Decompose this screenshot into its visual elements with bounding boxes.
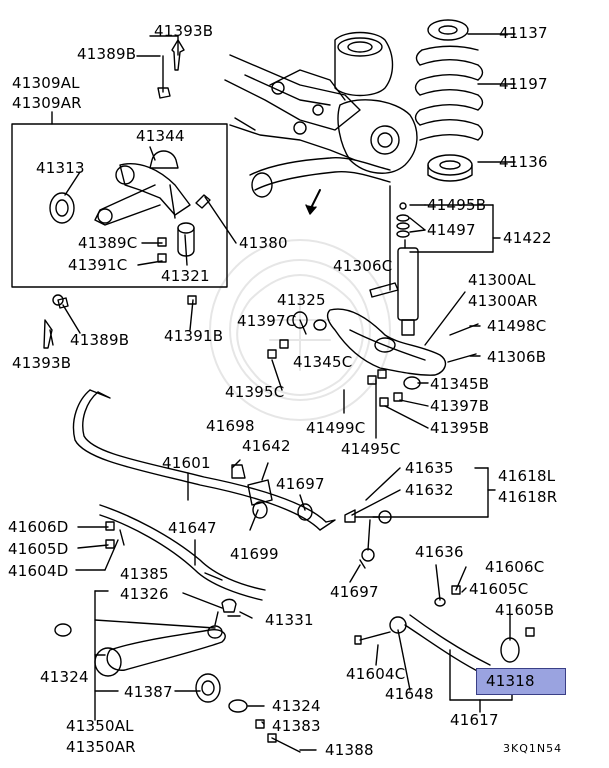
part-label[interactable]: 41618L [498, 467, 556, 485]
part-label-highlighted[interactable]: 41318 [486, 672, 535, 690]
part-label[interactable]: 41497 [427, 221, 476, 239]
part-label[interactable]: 41393B [154, 22, 214, 40]
part-label[interactable]: 41350AR [66, 738, 136, 756]
lower-arm-art [267, 282, 479, 407]
part-label[interactable]: 41606C [485, 558, 545, 576]
part-label[interactable]: 41313 [36, 159, 85, 177]
part-label[interactable]: 41395C [225, 383, 285, 401]
part-label[interactable]: 41391C [68, 256, 128, 274]
part-label[interactable]: 41422 [503, 229, 552, 247]
part-label[interactable]: 41648 [385, 685, 434, 703]
part-label[interactable]: 41380 [239, 234, 288, 252]
part-label[interactable]: 41697 [276, 475, 325, 493]
part-label[interactable]: 41636 [415, 543, 464, 561]
part-label[interactable]: 41300AR [468, 292, 538, 310]
part-label[interactable]: 41642 [242, 437, 291, 455]
part-label[interactable]: 41697 [330, 583, 379, 601]
part-label[interactable]: 41137 [499, 24, 548, 42]
upper-arm-group-box [11, 123, 228, 288]
part-label[interactable]: 41635 [405, 459, 454, 477]
part-label[interactable]: 41495B [427, 196, 487, 214]
part-label[interactable]: 41331 [265, 611, 314, 629]
part-label[interactable]: 41647 [168, 519, 217, 537]
part-label[interactable]: 41344 [136, 127, 185, 145]
part-label[interactable]: 41499C [306, 419, 366, 437]
part-label[interactable]: 41397C [237, 312, 297, 330]
part-label[interactable]: 41698 [206, 417, 255, 435]
part-label[interactable]: 41389B [70, 331, 130, 349]
part-label[interactable]: 41699 [230, 545, 279, 563]
upper-arm-art [43, 39, 211, 349]
highlight-box-41318 [476, 668, 566, 695]
part-label[interactable]: 41324 [40, 668, 89, 686]
spring-shock-art [396, 19, 484, 336]
part-label[interactable]: 41498C [487, 317, 547, 335]
part-label[interactable]: 41309AR [12, 94, 82, 112]
part-label[interactable]: 41393B [12, 354, 72, 372]
part-label[interactable]: 41618R [498, 488, 558, 506]
part-label[interactable]: 41601 [162, 454, 211, 472]
part-label[interactable]: 41385 [120, 565, 169, 583]
part-label[interactable]: 41605D [8, 540, 69, 558]
part-label[interactable]: 41306C [333, 257, 393, 275]
part-label[interactable]: 41306B [487, 348, 547, 366]
part-label[interactable]: 41136 [499, 153, 548, 171]
part-label[interactable]: 41606D [8, 518, 69, 536]
part-label[interactable]: 41383 [272, 717, 321, 735]
part-label[interactable]: 41605B [495, 601, 555, 619]
part-label[interactable]: 41387 [124, 683, 173, 701]
part-label[interactable]: 41325 [277, 291, 326, 309]
part-label[interactable]: 41605C [469, 580, 529, 598]
stabilizer-bar-art [72, 389, 392, 601]
part-label[interactable]: 41197 [499, 75, 548, 93]
part-label[interactable]: 41604C [346, 665, 406, 683]
part-label[interactable]: 41345B [430, 375, 490, 393]
part-label[interactable]: 41391B [164, 327, 224, 345]
part-label[interactable]: 41309AL [12, 74, 80, 92]
part-label[interactable]: 41389B [77, 45, 137, 63]
diagram-code: 3KQ1N54 [503, 742, 563, 755]
part-label[interactable]: 41300AL [468, 271, 536, 289]
part-label[interactable]: 41397B [430, 397, 490, 415]
part-label[interactable]: 41395B [430, 419, 490, 437]
part-label[interactable]: 41495C [341, 440, 401, 458]
part-label[interactable]: 41326 [120, 585, 169, 603]
part-label[interactable]: 41604D [8, 562, 69, 580]
part-label[interactable]: 41617 [450, 711, 499, 729]
part-label[interactable]: 41632 [405, 481, 454, 499]
part-label[interactable]: 41350AL [66, 717, 134, 735]
part-label[interactable]: 41345C [293, 353, 353, 371]
part-label[interactable]: 41389C [78, 234, 138, 252]
subframe-knuckle-art [224, 31, 418, 215]
part-label[interactable]: 41321 [161, 267, 210, 285]
bottom-arms-art [52, 294, 535, 753]
part-label[interactable]: 41324 [272, 697, 321, 715]
part-label[interactable]: 41388 [325, 741, 374, 759]
